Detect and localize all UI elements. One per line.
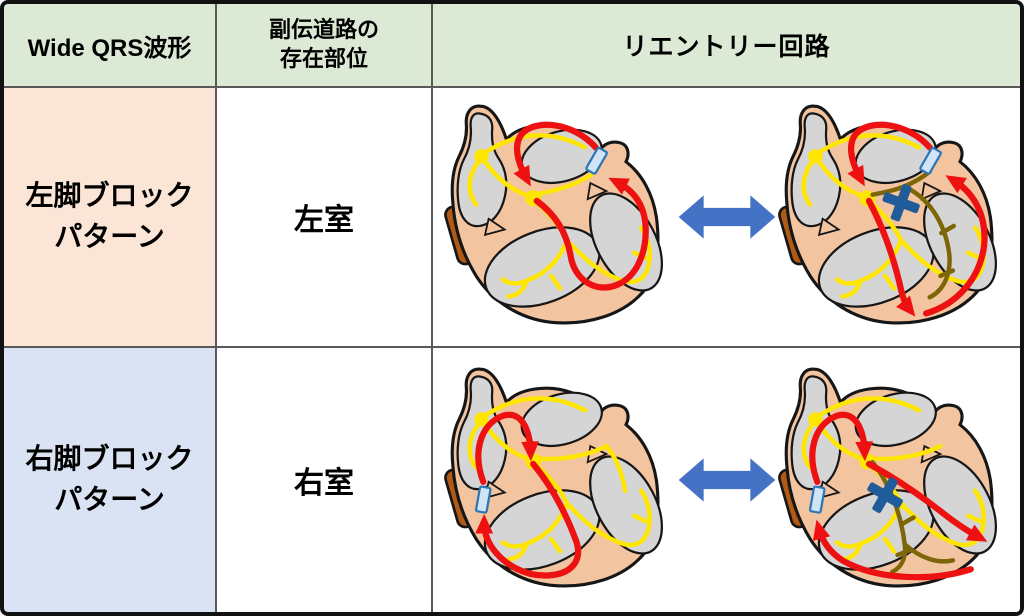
heart-diagram-rbbb-preexcitation xyxy=(433,364,689,596)
cell-lbbb-circuit-diagrams xyxy=(433,88,1020,346)
conduction-path xyxy=(813,396,921,420)
left-right-arrow-icon xyxy=(677,191,777,243)
conduction-path xyxy=(548,536,562,554)
accessory-pathway-marker xyxy=(918,146,942,175)
blocked-pathway xyxy=(937,268,955,279)
sa-node xyxy=(807,412,823,427)
conduction-path xyxy=(505,542,528,562)
conduction-path xyxy=(898,500,960,547)
conduction-path xyxy=(479,133,587,157)
sa-node xyxy=(473,149,489,164)
conduction-path xyxy=(482,159,530,198)
conduction-path xyxy=(467,157,482,207)
block-cross-icon xyxy=(866,477,903,514)
reentry-arrow xyxy=(474,411,539,485)
conduction-path xyxy=(631,513,648,524)
accessory-pathway-marker xyxy=(808,485,826,514)
conduction-path xyxy=(479,396,587,420)
conduction-path xyxy=(965,250,982,261)
sa-node xyxy=(473,412,489,427)
heart-diagram-lbbb-preexcitation xyxy=(433,101,689,333)
blocked-pathway xyxy=(898,515,916,527)
cell-rbbb-pattern: 右脚ブロック パターン xyxy=(4,348,215,612)
valve-flap xyxy=(817,217,841,237)
conduction-path xyxy=(548,273,562,291)
heart-diagram-lbbb-block xyxy=(765,101,1021,333)
conduction-path xyxy=(898,237,960,284)
sa-node xyxy=(807,149,823,164)
accessory-pathway-marker xyxy=(584,146,608,175)
block-cross-icon xyxy=(881,184,920,222)
blocked-pathway xyxy=(894,548,911,558)
conduction-path xyxy=(801,420,816,470)
conduction-path xyxy=(965,513,982,524)
valve-flap xyxy=(483,217,507,237)
conduction-path xyxy=(882,273,896,291)
conduction-path xyxy=(603,443,627,493)
cell-lbbb-location: 左室 xyxy=(217,88,431,346)
left-atrium-chamber xyxy=(520,391,603,447)
conduction-path xyxy=(621,488,652,548)
reentry-arrow xyxy=(865,460,987,542)
conduction-path xyxy=(816,159,864,198)
heart-diagram-rbbb-block xyxy=(765,364,1021,596)
conduction-path xyxy=(839,279,862,299)
cell-lbbb-pattern: 左脚ブロック パターン xyxy=(4,88,215,346)
conduction-path xyxy=(860,237,903,282)
blocked-pathway xyxy=(901,542,955,564)
valve-flap xyxy=(920,181,943,201)
conduction-path xyxy=(801,157,816,207)
reentry-arrow xyxy=(847,121,933,187)
conduction-path xyxy=(505,279,528,299)
header-reentry-circuit: リエントリー回路 xyxy=(433,4,1020,86)
header-accessory-pathway-location: 副伝道路の 存在部位 xyxy=(217,4,431,86)
reentry-arrow xyxy=(513,121,599,187)
conduction-path xyxy=(869,443,943,462)
left-atrium-chamber xyxy=(854,391,937,447)
left-right-arrow-icon xyxy=(677,454,777,506)
cell-rbbb-circuit-diagrams xyxy=(433,348,1020,612)
accessory-pathway-marker xyxy=(474,485,492,514)
left-ventricle-chamber xyxy=(588,455,663,555)
blocked-pathway xyxy=(905,186,952,300)
conduction-path xyxy=(526,500,569,545)
conduction-path xyxy=(535,171,594,197)
valve-flap xyxy=(586,181,609,201)
cell-rbbb-location: 右室 xyxy=(217,348,431,612)
conduction-path xyxy=(882,536,896,554)
conduction-path xyxy=(564,237,626,284)
reentry-arrow xyxy=(812,519,974,581)
header-wide-qrs: Wide QRS波形 xyxy=(4,4,215,86)
conduction-path xyxy=(564,500,626,547)
reentry-arrow xyxy=(808,411,873,485)
conduction-path xyxy=(535,443,609,462)
conduction-path xyxy=(813,133,921,157)
blocked-pathway xyxy=(938,223,956,236)
reentry-arrow xyxy=(533,177,649,291)
reentry-arrow xyxy=(922,175,988,317)
reentry-arrow xyxy=(865,197,915,317)
conduction-path xyxy=(467,420,482,470)
reentry-arrow xyxy=(474,460,581,579)
